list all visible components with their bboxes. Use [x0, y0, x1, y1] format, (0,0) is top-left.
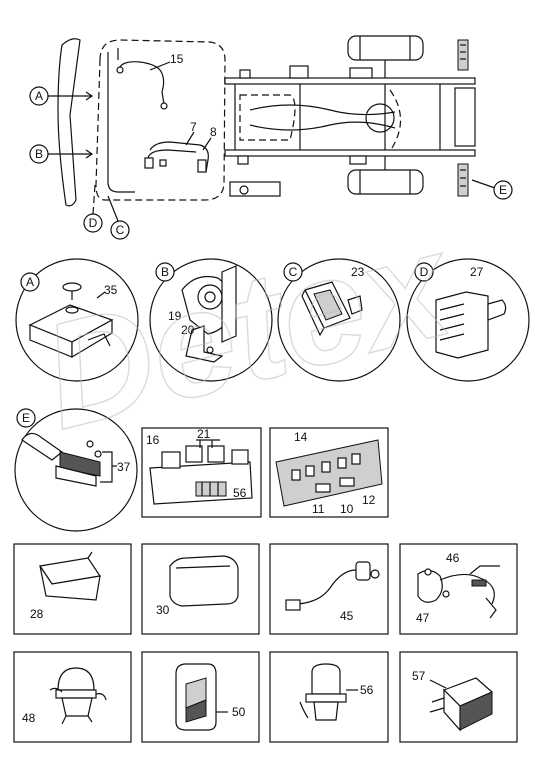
part-number: 21: [197, 427, 211, 441]
part-number: 20: [181, 323, 195, 337]
part-number: 23: [351, 265, 365, 279]
part-box-30: 30: [141, 543, 260, 635]
part-number: 10: [340, 502, 354, 516]
rear-lamps: [457, 39, 469, 197]
part-number: 11: [312, 502, 325, 516]
part-number: 37: [117, 460, 131, 474]
callout-A: A: [29, 86, 94, 106]
part-number: 8: [210, 125, 217, 139]
label-D: D: [420, 265, 429, 279]
part-number: 57: [412, 669, 426, 683]
callout-C: C: [107, 195, 130, 240]
wiring-harness-15: [116, 61, 171, 110]
detail-view-B: B 19 20: [149, 258, 273, 382]
part-number: 7: [190, 120, 197, 134]
part-number: 12: [362, 493, 376, 507]
part-box-57: 57: [399, 651, 518, 743]
callout-E: E: [471, 179, 513, 200]
front-bumper: [57, 38, 81, 207]
part-box-28: 28: [13, 543, 132, 635]
part-number: 45: [340, 609, 354, 623]
part-number: 56: [360, 683, 374, 697]
detail-view-D: D 27: [406, 258, 530, 382]
rear-wheel-top: [347, 35, 424, 78]
main-part-numbers: 15 7 8: [170, 52, 217, 139]
part-box-48: 48: [13, 651, 132, 743]
part-number: 15: [170, 52, 184, 66]
label-B: B: [161, 265, 169, 279]
part-number: 46: [446, 551, 460, 565]
rear-wheel-bottom: [347, 156, 424, 195]
part-number: 28: [30, 607, 44, 621]
callout-B: B: [29, 144, 94, 164]
detail-view-C: C 23: [277, 258, 401, 382]
part-box-50: 50: [141, 651, 260, 743]
part-number: 48: [22, 711, 36, 725]
label-C: C: [289, 265, 298, 279]
relay-box-panel: 16 21 56: [141, 427, 262, 518]
part-number: 56: [233, 486, 247, 500]
watermark-text: Detex: [27, 198, 469, 461]
part-number: 16: [146, 433, 160, 447]
label-C: C: [116, 223, 125, 237]
part-number: 19: [168, 309, 182, 323]
callout-D: D: [83, 184, 103, 233]
detail-view-E: E 37: [14, 408, 138, 532]
cab-outline: [95, 39, 226, 201]
part-box-46-47: 46 47: [399, 543, 518, 635]
label-A: A: [35, 89, 43, 103]
part-number: 47: [416, 611, 430, 625]
watermark: Detex: [26, 197, 470, 462]
part-number: 30: [156, 603, 170, 617]
label-B: B: [35, 147, 43, 161]
chassis-frame: [224, 65, 476, 197]
label-A: A: [26, 275, 34, 289]
label-D: D: [89, 216, 98, 230]
part-number: 27: [470, 265, 484, 279]
part-number: 14: [294, 430, 308, 444]
label-E: E: [22, 411, 30, 425]
part-number: 35: [104, 283, 118, 297]
fuse-panel: 14 11 10 12: [269, 427, 389, 518]
detail-view-A: A 35: [15, 258, 139, 382]
wiring-harness-7-8: [144, 131, 212, 173]
part-box-56: 56: [269, 651, 389, 743]
label-E: E: [499, 183, 507, 197]
part-box-45: 45: [269, 543, 389, 635]
part-number: 50: [232, 705, 246, 719]
